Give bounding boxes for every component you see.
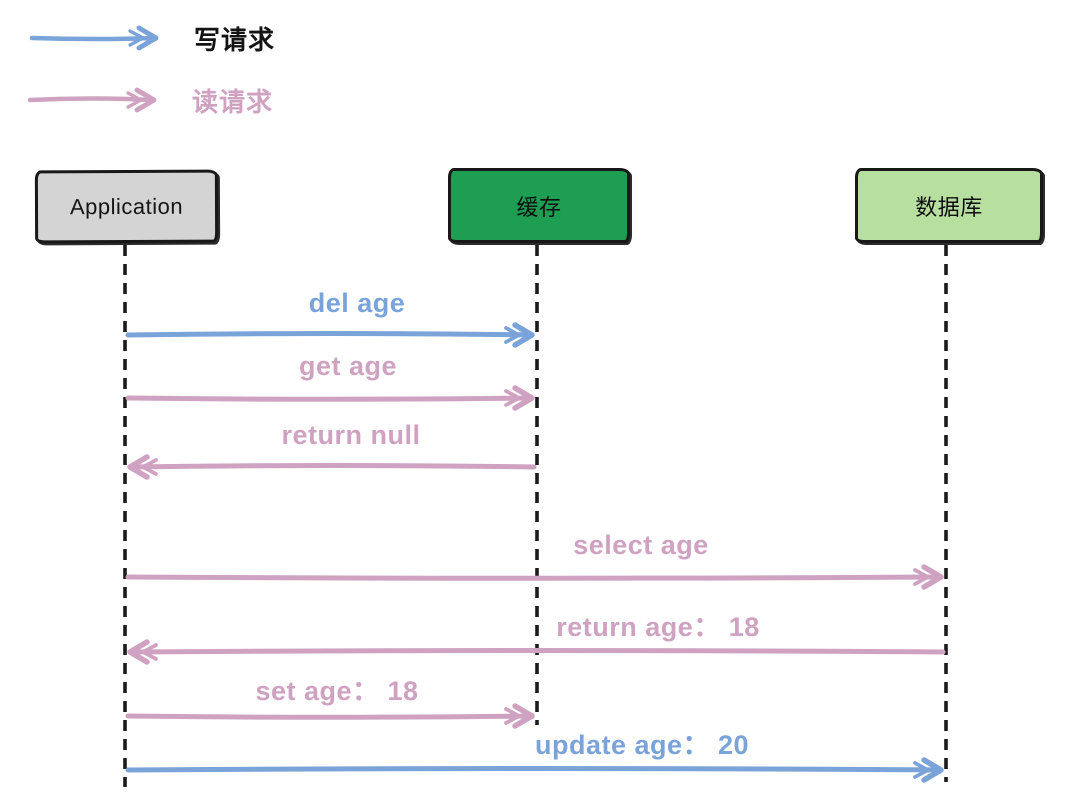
arrow-head-echo-icon bbox=[504, 389, 521, 407]
message-label-return-age-18: return age： 18 bbox=[556, 612, 760, 642]
legend-label-write-request: 写请求 bbox=[194, 24, 276, 55]
arrow-head-echo-icon bbox=[504, 707, 521, 725]
actor-application-label: Application bbox=[69, 193, 184, 219]
arrow-line bbox=[125, 331, 535, 338]
arrow-head-echo-icon bbox=[126, 91, 143, 109]
message-label-del-age: del age bbox=[308, 288, 406, 318]
arrow-line bbox=[125, 713, 535, 720]
arrow-head-echo-icon bbox=[913, 761, 930, 779]
actor-cache-label: 缓存 bbox=[516, 194, 562, 220]
arrow-head-echo-icon bbox=[913, 568, 930, 586]
read-request-arrow-icon bbox=[27, 87, 157, 113]
arrow-head-icon bbox=[136, 25, 159, 51]
message-label-select-age: select age bbox=[573, 530, 709, 560]
message-label-set-age-18: set age： 18 bbox=[255, 676, 419, 706]
arrow-head-echo-icon bbox=[141, 643, 158, 661]
actor-cache: 缓存 bbox=[448, 168, 630, 243]
legend-item-write-request: 写请求 bbox=[28, 21, 275, 55]
legend-label-read-request: 读请求 bbox=[192, 86, 274, 117]
legend-item-read-request: 读请求 bbox=[26, 83, 273, 117]
arrow-line bbox=[127, 463, 537, 470]
arrow-head-echo-icon bbox=[504, 326, 521, 344]
arrow-line bbox=[125, 766, 944, 773]
arrow-head-icon bbox=[921, 757, 944, 783]
actor-application: Application bbox=[34, 169, 219, 244]
actor-database-label: 数据库 bbox=[915, 194, 983, 220]
message-label-get-age: get age bbox=[298, 351, 398, 381]
actor-database: 数据库 bbox=[855, 168, 1043, 243]
arrow-line bbox=[127, 648, 946, 655]
arrow-line bbox=[29, 35, 159, 42]
arrow-line bbox=[125, 395, 535, 402]
arrow-head-echo-icon bbox=[141, 458, 158, 476]
write-request-arrow-icon bbox=[29, 25, 159, 51]
arrow-head-icon bbox=[512, 322, 535, 348]
arrow-head-icon bbox=[127, 639, 150, 665]
message-label-return-null: return null bbox=[281, 420, 421, 450]
message-label-update-age-20: update age： 20 bbox=[534, 730, 750, 760]
arrow-line bbox=[125, 574, 944, 581]
arrow-head-echo-icon bbox=[128, 29, 145, 47]
arrow-head-icon bbox=[512, 385, 535, 411]
arrow-head-icon bbox=[127, 454, 150, 480]
arrow-head-icon bbox=[134, 87, 157, 113]
arrow-head-icon bbox=[921, 564, 944, 590]
arrow-head-icon bbox=[512, 703, 535, 729]
